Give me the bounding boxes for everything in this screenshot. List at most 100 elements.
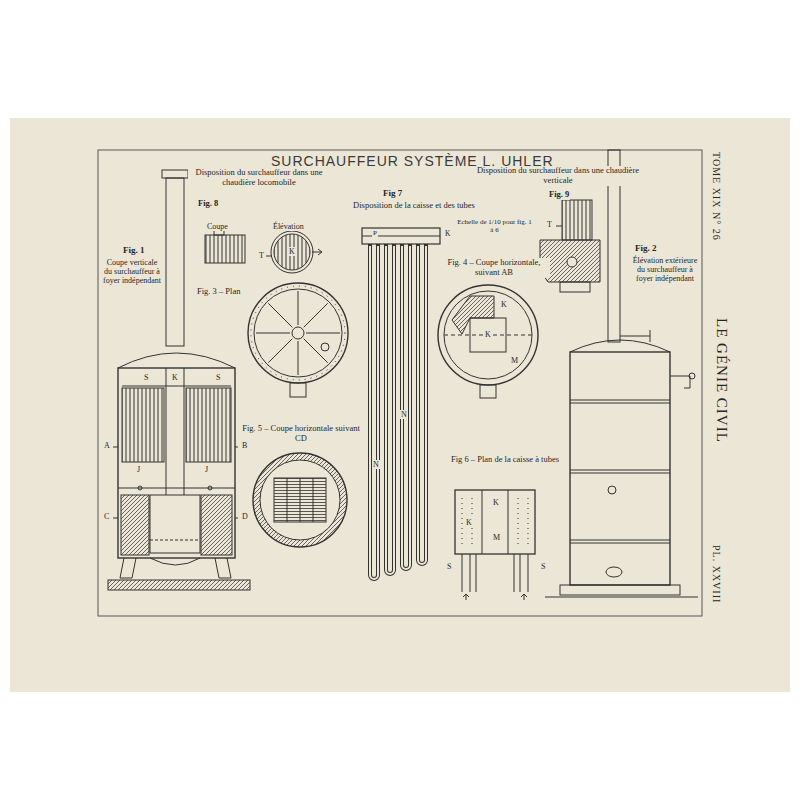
figure-caption: Fig 6 – Plan de la caisse à tubes	[448, 455, 562, 465]
fig-7-drawing-part-part	[402, 246, 410, 569]
fig-4-drawing-part	[444, 291, 532, 379]
fig-5-drawing-part	[313, 478, 314, 522]
part-letter: K	[465, 518, 473, 527]
fig-1-drawing-part	[150, 558, 200, 565]
fig-2-drawing-part	[570, 400, 670, 401]
fig-1-drawing-part	[118, 353, 235, 368]
fig-1-drawing-part	[108, 580, 250, 590]
fig-2-drawing-part	[606, 567, 622, 577]
fig-3-drawing-part	[292, 327, 304, 339]
fig-6-drawing-part	[462, 554, 476, 592]
fig-6-drawing-part	[514, 554, 528, 592]
fig-2-drawing-part	[570, 352, 670, 585]
part-letter: J	[136, 465, 141, 474]
part-letter: K	[484, 330, 492, 339]
fig-2-drawing-part	[670, 376, 690, 388]
fig-7-drawing-part	[370, 246, 426, 579]
fig-5-drawing-part	[287, 478, 288, 522]
fig-1-drawing-part	[208, 486, 212, 490]
figure-caption: Disposition de la caisse et des tubes	[318, 201, 510, 211]
fig-1-drawing-part	[235, 518, 238, 519]
fig-9-drawing-part	[562, 200, 592, 240]
fig-5-drawing	[253, 453, 347, 547]
fig-1-drawing-part	[184, 368, 185, 495]
fig-1-drawing-part	[201, 495, 232, 555]
figure-caption: Fig 7	[382, 188, 403, 198]
part-letter: N	[400, 410, 408, 419]
part-letter: K	[171, 373, 179, 382]
fig-3-drawing-part	[304, 303, 328, 327]
fig-1-drawing-part	[113, 447, 118, 448]
fig-7-drawing-part-part	[370, 246, 378, 579]
paper-sheet	[10, 118, 790, 692]
part-letter: K	[444, 230, 451, 239]
fig-3-drawing-part	[298, 291, 299, 325]
fig-1-drawing-part	[120, 558, 136, 578]
figure-caption: Echelle de 1/10 pour fig. 1 à 6	[456, 218, 533, 234]
fig-3-drawing-part	[254, 289, 342, 377]
fig-7-drawing	[362, 228, 440, 579]
figure-caption: Fig. 9	[548, 190, 570, 200]
fig-6-drawing-part	[482, 490, 483, 554]
fig-5-drawing-part	[300, 478, 301, 522]
fig-1-drawing-part	[150, 540, 200, 541]
fig-1-drawing	[108, 170, 250, 590]
fig-8-drawing-part	[312, 249, 322, 255]
fig-7-drawing-part-part	[418, 244, 426, 564]
fig-1-drawing-part	[113, 518, 118, 519]
part-letter: S	[446, 562, 452, 571]
fig-1-drawing-part	[215, 558, 231, 578]
fig-3-drawing-part	[256, 333, 290, 334]
figure-caption: Élévation extérieure du surchauffeur à f…	[630, 256, 700, 284]
fig-7-drawing-part-part	[418, 246, 426, 564]
figure-caption: Élévation	[272, 222, 305, 231]
fig-8-drawing-part	[205, 235, 245, 263]
fig-1-drawing-part	[138, 486, 142, 490]
figure-caption: Disposition du surchauffeur dans une cha…	[462, 166, 654, 186]
journal-header: LE GÉNIE CIVIL	[713, 318, 730, 443]
part-letter: M	[510, 356, 519, 365]
fig-1-drawing-part	[118, 368, 235, 558]
part-letter: P	[372, 229, 378, 237]
part-letter: K	[492, 498, 500, 507]
fig-9-drawing-part	[560, 282, 590, 292]
fig-2-drawing-part	[608, 486, 616, 494]
journal-header: TOME XIX N° 26	[711, 152, 723, 241]
fig-2-drawing-part	[620, 336, 650, 337]
part-letter: T	[546, 220, 553, 229]
fig-2-drawing	[545, 150, 698, 597]
fig-2-drawing-part	[650, 330, 651, 342]
fig-6-drawing-part	[455, 490, 535, 554]
fig-3-drawing-part	[290, 383, 306, 397]
fig-6-drawing-part	[463, 594, 469, 600]
fig-3-drawing-part	[248, 283, 348, 383]
fig-6-drawing-part	[508, 490, 509, 554]
figure-caption: Disposition du surchauffeur dans une cha…	[188, 168, 330, 188]
figure-caption: Fig. 3 – Plan	[196, 287, 241, 297]
fig-1-drawing-part	[235, 447, 238, 448]
journal-header: PL. XXVIII	[711, 545, 723, 603]
fig-7-drawing-part-part	[386, 244, 394, 574]
fig-9-drawing-part	[567, 257, 577, 267]
fig-2-drawing-part	[570, 540, 670, 541]
fig-8-drawing-part	[274, 234, 310, 270]
fig-6-drawing-part-part	[528, 498, 529, 548]
fig-2-drawing-part	[560, 585, 680, 595]
part-letter: A	[103, 441, 111, 450]
fig-6-drawing	[455, 490, 535, 600]
part-letter: S	[143, 373, 149, 382]
fig-2-drawing-part	[689, 373, 695, 379]
fig-3-drawing-part	[298, 341, 299, 375]
fig-3-drawing-part	[306, 333, 340, 334]
fig-8-drawing-part	[271, 231, 313, 273]
fig-7-drawing-part	[362, 228, 440, 244]
fig-8-drawing	[205, 228, 322, 273]
part-letter: C	[103, 512, 110, 521]
fig-5-drawing-part	[274, 478, 326, 522]
fig-8-drawing-part	[266, 256, 272, 257]
fig-3-drawing-part	[321, 343, 329, 351]
fig-2-drawing-part	[545, 597, 698, 598]
